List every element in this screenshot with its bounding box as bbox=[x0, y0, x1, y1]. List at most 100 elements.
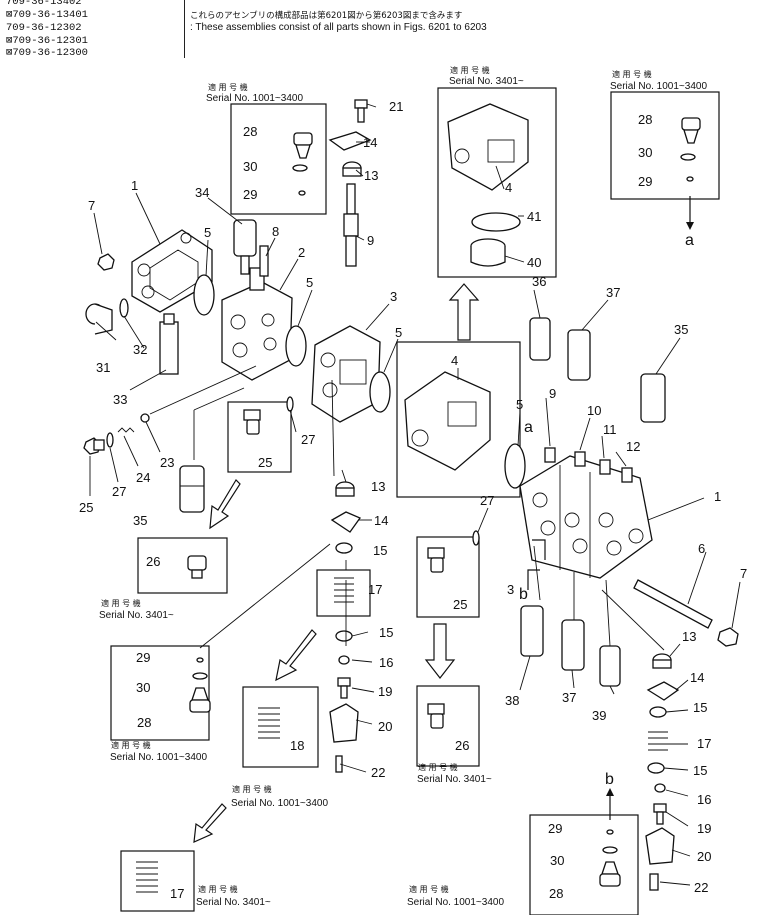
serial-label-jp: 適 用 号 機 bbox=[418, 762, 458, 772]
callout-4: 4 bbox=[451, 353, 458, 368]
serial-label: Serial No. 1001~3400 bbox=[110, 752, 207, 763]
callout-19: 19 bbox=[378, 684, 392, 699]
o-ring-5 bbox=[285, 325, 307, 367]
callout-29: 29 bbox=[638, 174, 652, 189]
callout-35: 35 bbox=[674, 322, 688, 337]
plug-25-box bbox=[243, 409, 261, 435]
control-valve-assembly bbox=[519, 447, 653, 579]
frame-box-plug-25-right bbox=[416, 536, 480, 618]
serial-label: Serial No. 3401~ bbox=[417, 774, 492, 785]
part-number: 709-36-12302 bbox=[6, 22, 82, 34]
callout-16: 16 bbox=[379, 655, 393, 670]
bolt-19 bbox=[337, 677, 351, 699]
frame-box-plug-set-bottom bbox=[529, 814, 639, 915]
callout-9: 9 bbox=[549, 386, 556, 401]
callout-25: 25 bbox=[453, 597, 467, 612]
seat-15 bbox=[647, 762, 665, 774]
callout-16: 16 bbox=[697, 792, 711, 807]
valve-36 bbox=[529, 317, 551, 361]
flange-14 bbox=[328, 131, 372, 151]
callout-15: 15 bbox=[693, 700, 707, 715]
part-number: ⊠709-36-12301 bbox=[6, 35, 88, 47]
callout-15: 15 bbox=[373, 543, 387, 558]
plug-26 bbox=[427, 703, 445, 729]
serial-label-jp: 適 用 号 機 bbox=[612, 69, 652, 79]
spring-17 bbox=[648, 731, 668, 751]
hollow-arrow-down-left bbox=[275, 629, 317, 682]
valve-34 bbox=[233, 219, 257, 275]
bolt-21 bbox=[354, 99, 368, 123]
callout-1: 1 bbox=[714, 489, 721, 504]
callout-12: 12 bbox=[626, 439, 640, 454]
seal-13 bbox=[652, 653, 672, 669]
callout-30: 30 bbox=[136, 680, 150, 695]
callout-15: 15 bbox=[693, 763, 707, 778]
ball-29 bbox=[606, 829, 614, 835]
valve-35-right bbox=[640, 373, 666, 423]
serial-label-jp: 適 用 号 機 bbox=[198, 884, 238, 894]
callout-40: 40 bbox=[527, 255, 541, 270]
callout-20: 20 bbox=[697, 849, 711, 864]
plug-26 bbox=[187, 555, 207, 579]
callout-23: 23 bbox=[160, 455, 174, 470]
callout-34: 34 bbox=[195, 185, 209, 200]
plug-40 bbox=[470, 238, 506, 267]
serial-label: Serial No. 1001~3400 bbox=[206, 93, 303, 104]
plug-28 bbox=[681, 117, 701, 144]
callout-27: 27 bbox=[301, 432, 315, 447]
callout-5: 5 bbox=[204, 225, 211, 240]
callout-33: 33 bbox=[113, 392, 127, 407]
bolt-19 bbox=[653, 803, 667, 825]
stopper-16 bbox=[338, 655, 350, 665]
frame-box-plug-set-left bbox=[110, 645, 210, 741]
arrow-head bbox=[606, 788, 614, 796]
plug-31 bbox=[85, 303, 113, 335]
callout-8: 8 bbox=[272, 224, 279, 239]
figure-header: 709-36-13402 ⊠709-36-13401 709-36-12302 … bbox=[0, 0, 763, 60]
callout-41: 41 bbox=[527, 209, 541, 224]
o-ring-5 bbox=[369, 371, 391, 413]
ref-letter-a: a bbox=[685, 232, 694, 249]
o-ring-30 bbox=[602, 846, 618, 854]
serial-label-jp: 適 用 号 機 bbox=[208, 82, 248, 92]
callout-28: 28 bbox=[243, 124, 257, 139]
callout-14: 14 bbox=[363, 135, 377, 150]
callout-1: 1 bbox=[131, 178, 138, 193]
flange-14 bbox=[330, 511, 361, 533]
spring-17 bbox=[334, 577, 354, 603]
callout-26: 26 bbox=[146, 554, 160, 569]
valve-35-left bbox=[179, 465, 205, 513]
hollow-arrow-down bbox=[424, 623, 456, 679]
callout-17: 17 bbox=[368, 582, 382, 597]
ball-29 bbox=[686, 176, 694, 182]
serial-label-jp: 適 用 号 機 bbox=[101, 598, 141, 608]
callout-32: 32 bbox=[133, 342, 147, 357]
ref-letter-b: b bbox=[519, 586, 528, 603]
callout-27: 27 bbox=[480, 493, 494, 508]
tie-bolt-6 bbox=[633, 579, 713, 629]
callout-37: 37 bbox=[562, 690, 576, 705]
ball-23 bbox=[140, 413, 150, 423]
callout-7: 7 bbox=[88, 198, 95, 213]
callout-3: 3 bbox=[507, 582, 514, 597]
seat-15 bbox=[335, 542, 353, 554]
serial-label: Serial No. 1001~3400 bbox=[610, 81, 707, 92]
seat-15 bbox=[649, 706, 667, 718]
frame-box-spring-17 bbox=[316, 569, 371, 617]
callout-29: 29 bbox=[548, 821, 562, 836]
spring-18 bbox=[258, 707, 280, 739]
serial-label: Serial No. 3401~ bbox=[449, 76, 524, 87]
arrow-head bbox=[686, 222, 694, 230]
callout-25: 25 bbox=[79, 500, 93, 515]
nut-7 bbox=[97, 253, 115, 271]
flange-14 bbox=[646, 681, 680, 701]
callout-39: 39 bbox=[592, 708, 606, 723]
ref-letter-a: a bbox=[524, 419, 533, 436]
valve-37-top bbox=[567, 329, 591, 381]
callout-37: 37 bbox=[606, 285, 620, 300]
serial-label: Serial No. 3401~ bbox=[196, 897, 271, 908]
plug-28 bbox=[189, 687, 211, 713]
callout-15: 15 bbox=[379, 625, 393, 640]
callout-19: 19 bbox=[697, 821, 711, 836]
part-number: 709-36-13402 bbox=[6, 0, 82, 8]
